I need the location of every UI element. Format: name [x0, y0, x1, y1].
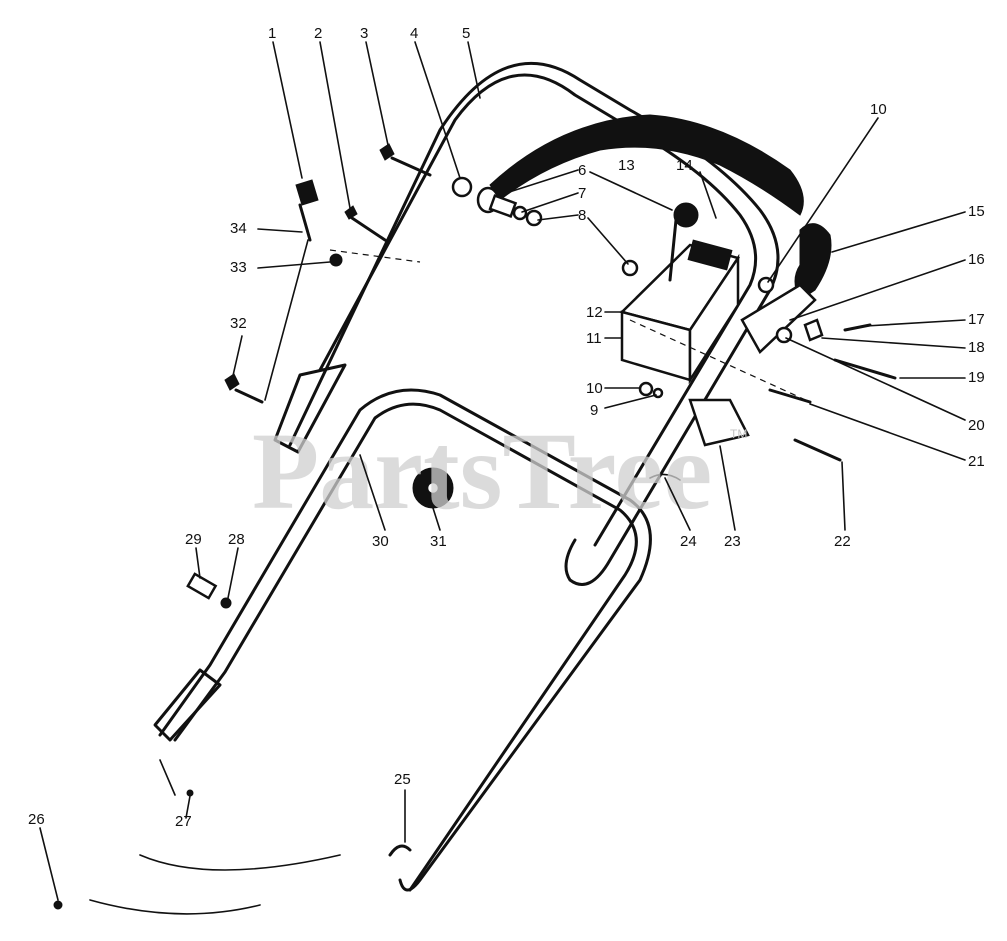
partstree-watermark: PartsTree TM [252, 410, 747, 532]
callout-1: 1 [268, 25, 276, 42]
callout-30: 30 [372, 533, 389, 550]
callout-23: 23 [724, 533, 741, 550]
watermark-trademark: TM [730, 427, 747, 441]
callout-31: 31 [430, 533, 447, 550]
callout-4: 4 [410, 25, 418, 42]
callout-24: 24 [680, 533, 697, 550]
callout-32: 32 [230, 315, 247, 332]
callout-7: 7 [578, 185, 586, 202]
leader-lines [39, 41, 966, 901]
callout-17: 17 [968, 311, 985, 328]
callout-25: 25 [394, 771, 411, 788]
callout-22: 22 [834, 533, 851, 550]
callout-9: 9 [590, 402, 598, 419]
callout-2: 2 [314, 25, 322, 42]
callout-5: 5 [462, 25, 470, 42]
shift-control [619, 202, 741, 385]
callout-33: 33 [230, 259, 247, 276]
callout-29: 29 [185, 531, 202, 548]
upper-handle [273, 61, 780, 586]
hand-grips [489, 114, 832, 301]
callout-10-left: 10 [586, 380, 603, 397]
callout-6: 6 [578, 162, 586, 179]
callout-28: 28 [228, 531, 245, 548]
lower-handle [153, 388, 652, 892]
callout-15: 15 [968, 203, 985, 220]
callout-11: 11 [586, 330, 602, 347]
callout-16: 16 [968, 251, 985, 268]
callout-34: 34 [230, 220, 247, 237]
callout-12: 12 [586, 304, 603, 321]
callout-27: 27 [175, 813, 192, 830]
watermark-text: PartsTree [252, 410, 712, 532]
callout-labels: 1 2 3 4 5 6 7 8 9 10 10 11 12 13 14 15 1… [28, 25, 985, 830]
callout-18: 18 [968, 339, 985, 356]
callout-13: 13 [618, 157, 635, 174]
callout-19: 19 [968, 369, 985, 386]
callout-8: 8 [578, 207, 586, 224]
callout-20: 20 [968, 417, 985, 434]
callout-10-right: 10 [870, 101, 887, 118]
callout-26: 26 [28, 811, 45, 828]
callout-3: 3 [360, 25, 368, 42]
callout-21: 21 [968, 453, 985, 470]
callout-14: 14 [676, 157, 693, 174]
hardware-parts [53, 143, 897, 915]
